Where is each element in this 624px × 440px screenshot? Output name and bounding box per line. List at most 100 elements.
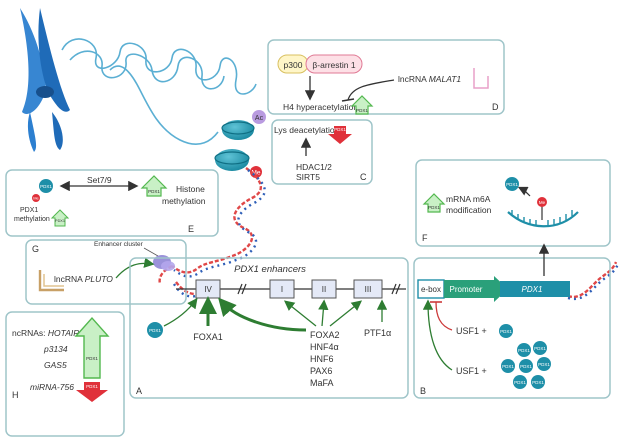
svg-text:PDX1: PDX1 [514, 380, 526, 385]
chromosome-icon [20, 8, 70, 152]
svg-text:PDX1: PDX1 [502, 364, 514, 369]
promoter-arrow [444, 276, 508, 302]
svg-text:PAX6: PAX6 [310, 366, 332, 376]
factors-to-iv-arrow [218, 297, 307, 332]
panel-g: Enhancer cluster lncRNA PLUTO G [25, 239, 187, 305]
svg-text:FOXA2: FOXA2 [310, 330, 340, 340]
svg-text:PDX1: PDX1 [55, 219, 65, 223]
pdx1-cluster: PDX1 PDX1 PDX1 PDX1 PDX1 PDX1 PDX1 [501, 341, 551, 389]
svg-text:PDX1: PDX1 [534, 346, 546, 351]
svg-text:GAS5: GAS5 [44, 360, 67, 370]
svg-text:miRNA-756: miRNA-756 [30, 382, 74, 392]
svg-text:MaFA: MaFA [310, 378, 334, 388]
ncrna-hotair: ncRNAs: HOTAIR [12, 328, 79, 338]
svg-text:I: I [281, 285, 283, 294]
svg-text:PDX1: PDX1 [40, 184, 52, 189]
svg-text:PDX1: PDX1 [520, 364, 532, 369]
nucleosome-top: Ac [221, 110, 266, 140]
svg-text:F: F [422, 233, 428, 243]
pluto-label: lncRNA PLUTO [54, 274, 113, 284]
svg-text:Me: Me [539, 200, 546, 205]
svg-text:HNF6: HNF6 [310, 354, 334, 364]
svg-text:Lys deacetylation: Lys deacetylation [274, 125, 340, 135]
pdx1-protein [505, 177, 519, 191]
lncrna-icon [38, 270, 64, 292]
svg-text:PDX1: PDX1 [149, 328, 161, 333]
svg-text:PDX1: PDX1 [20, 207, 38, 214]
svg-text:modification: modification [446, 205, 492, 215]
axis-break [237, 283, 401, 295]
svg-text:A: A [136, 386, 142, 396]
svg-text:PTF1α: PTF1α [364, 328, 391, 338]
svg-text:II: II [322, 285, 326, 294]
svg-text:PDX1: PDX1 [86, 356, 98, 361]
svg-text:β-arrestin 1: β-arrestin 1 [312, 60, 355, 70]
methyl-mark [32, 194, 40, 202]
panel-b: e-box Promoter PDX1 USF1 + PDX1 USF1 + P… [413, 243, 611, 399]
malat1-label: lncRNA MALAT1 [398, 74, 461, 84]
svg-text:USF1 +: USF1 + [456, 366, 487, 376]
svg-text:Histone: Histone [176, 184, 205, 194]
panel-a: PDX1 enhancers IV I II III PDX1 FOXA1 FO… [129, 257, 409, 399]
svg-text:Set7/9: Set7/9 [87, 175, 112, 185]
svg-text:PDX1: PDX1 [356, 108, 368, 113]
svg-text:PDX1: PDX1 [518, 348, 530, 353]
panel-h: ncRNAs: HOTAIR p3134 GAS5 PDX1 miRNA-756… [5, 311, 125, 437]
pdx1-up-arrow: PDX1 [422, 193, 446, 213]
mrna-strand [507, 211, 579, 228]
inhibition-line [435, 301, 453, 331]
svg-text:p300: p300 [284, 60, 303, 70]
svg-text:FOXA1: FOXA1 [193, 332, 223, 342]
svg-text:mRNA m6A: mRNA m6A [446, 194, 491, 204]
panel-d: p300 β-arrestin 1 lncRNA MALAT1 H4 hyper… [267, 39, 505, 115]
panel-e: PDX1 Me Set7/9 PDX1 Histone methylation … [5, 169, 219, 237]
svg-text:Me: Me [251, 170, 260, 177]
enhancer-iii [353, 279, 383, 299]
svg-text:p3134: p3134 [43, 344, 68, 354]
svg-text:G: G [32, 244, 39, 254]
pdx1-down-arrow: PDX1 [76, 382, 108, 402]
svg-text:USF1 +: USF1 + [456, 326, 487, 336]
pdx1-protein [147, 322, 163, 338]
acetyl-mark [252, 110, 266, 124]
svg-text:methylation: methylation [14, 216, 50, 223]
svg-text:PDX1: PDX1 [500, 329, 512, 334]
svg-text:HDAC1/2: HDAC1/2 [296, 162, 332, 172]
svg-text:PDX1: PDX1 [148, 189, 160, 194]
dna-strand [158, 167, 620, 301]
svg-text:PDX1: PDX1 [506, 182, 518, 187]
inhibition-line [347, 79, 395, 101]
svg-text:PDX1: PDX1 [538, 362, 550, 367]
pdx1-protein [39, 179, 53, 193]
svg-text:methylation: methylation [162, 196, 206, 206]
lncrna-icon [473, 68, 489, 89]
enhancer-i [269, 279, 295, 299]
svg-text:III: III [365, 285, 372, 294]
svg-text:PDX1: PDX1 [86, 384, 98, 389]
svg-text:Me: Me [33, 196, 39, 201]
enhancers-title: PDX1 enhancers [234, 264, 306, 275]
pdx1-up-arrow-small: PDX1 [50, 209, 70, 227]
panel-f: PDX1 mRNA m6A modification PDX1 Me F [415, 159, 611, 247]
pdx1-up-arrow-large: PDX1 [74, 316, 110, 379]
m6a-mark [537, 197, 547, 207]
svg-text:PDX1: PDX1 [428, 205, 440, 210]
nucleosome-bottom: Me [214, 149, 262, 178]
svg-text:Promoter: Promoter [450, 285, 483, 294]
pdx1-up-arrow: PDX1 [350, 95, 374, 115]
svg-text:E: E [188, 224, 194, 234]
svg-text:PDX1: PDX1 [522, 285, 543, 294]
svg-text:H: H [12, 390, 19, 400]
svg-text:D: D [492, 102, 499, 112]
svg-text:C: C [360, 172, 367, 182]
panel-c: Lys deacetylation PDX1 HDAC1/2 SIRT5 C [271, 119, 373, 185]
svg-text:IV: IV [204, 285, 212, 294]
svg-text:HNF4α: HNF4α [310, 342, 339, 352]
chromatin-coil [61, 38, 257, 145]
beta-arrestin-protein [305, 54, 363, 74]
svg-text:SIRT5: SIRT5 [296, 172, 320, 182]
pdx1-protein [499, 324, 513, 338]
svg-text:Enhancer cluster: Enhancer cluster [94, 241, 144, 248]
svg-text:e-box: e-box [421, 285, 441, 294]
